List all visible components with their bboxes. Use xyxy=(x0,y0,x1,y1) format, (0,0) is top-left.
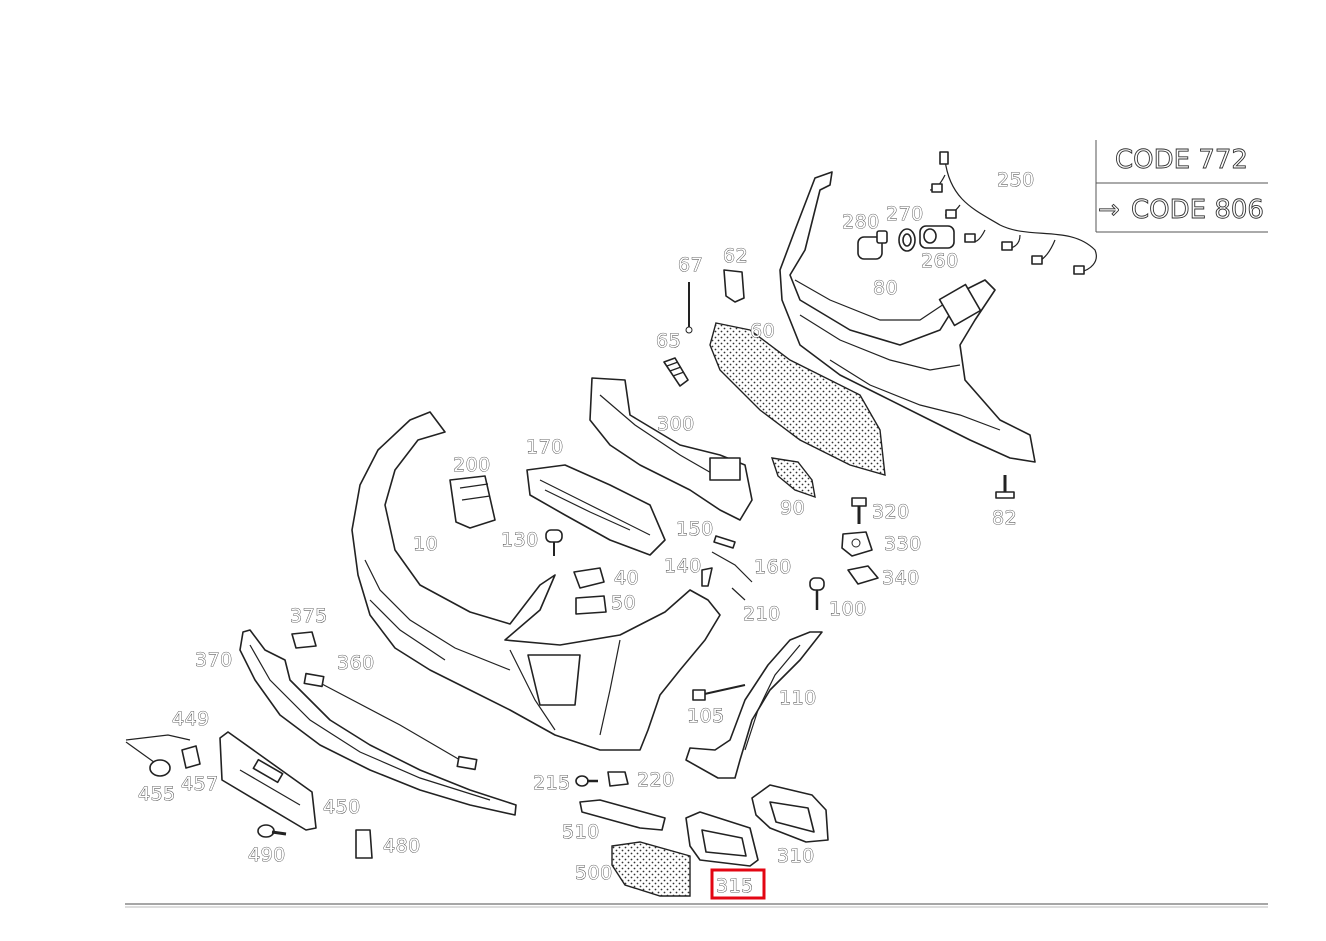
part-300-center-bracket[interactable] xyxy=(589,377,753,521)
part-450-license-plate-bracket[interactable] xyxy=(219,731,317,831)
label-170[interactable]: 170 xyxy=(526,436,564,459)
part-340-nut[interactable] xyxy=(847,565,879,585)
label-200[interactable]: 200 xyxy=(453,454,491,477)
label-60[interactable]: 60 xyxy=(750,320,775,343)
part-170-panel[interactable] xyxy=(526,464,666,556)
part-62-clip[interactable] xyxy=(723,269,745,303)
label-160[interactable]: 160 xyxy=(754,556,792,579)
part-310-fog-lamp-cover[interactable] xyxy=(751,784,829,843)
label-457[interactable]: 457 xyxy=(181,773,219,796)
label-480[interactable]: 480 xyxy=(383,835,421,858)
part-480-clip[interactable] xyxy=(355,829,373,859)
part-510-trim-strip[interactable] xyxy=(579,799,666,831)
label-10[interactable]: 10 xyxy=(413,533,438,556)
label-449[interactable]: 449 xyxy=(172,708,210,731)
label-110[interactable]: 110 xyxy=(779,687,817,710)
part-449-mount-lines[interactable] xyxy=(125,734,191,766)
label-140[interactable]: 140 xyxy=(664,555,702,578)
code-772-label: CODE 772 xyxy=(1115,145,1248,175)
part-215-screw[interactable] xyxy=(575,775,598,787)
part-210-line[interactable] xyxy=(731,587,746,601)
label-455[interactable]: 455 xyxy=(138,783,176,806)
label-360[interactable]: 360 xyxy=(337,652,375,675)
part-labels: 250 280 270 260 80 67 62 65 60 300 170 2… xyxy=(138,169,1035,900)
part-80-bumper-carrier[interactable] xyxy=(779,171,1036,463)
part-100-clip[interactable] xyxy=(809,577,825,610)
label-40[interactable]: 40 xyxy=(614,567,639,590)
label-80[interactable]: 80 xyxy=(873,277,898,300)
part-60-grille-mesh[interactable] xyxy=(709,322,886,476)
part-65-spring[interactable] xyxy=(663,357,689,387)
part-500-lower-mesh[interactable] xyxy=(611,841,691,897)
highlight-box-315 xyxy=(710,868,766,900)
label-330[interactable]: 330 xyxy=(884,533,922,556)
part-370-lower-spoiler[interactable] xyxy=(239,629,517,816)
label-82[interactable]: 82 xyxy=(992,507,1017,530)
part-130-push-clip[interactable] xyxy=(545,529,563,556)
part-140-screw[interactable] xyxy=(701,567,713,587)
label-220[interactable]: 220 xyxy=(637,769,675,792)
label-260[interactable]: 260 xyxy=(921,250,959,273)
part-105-pin[interactable] xyxy=(692,684,746,701)
label-510[interactable]: 510 xyxy=(562,821,600,844)
label-370[interactable]: 370 xyxy=(195,649,233,672)
label-450[interactable]: 450 xyxy=(323,796,361,819)
part-10-bumper-cover[interactable] xyxy=(351,411,721,751)
label-270[interactable]: 270 xyxy=(886,203,924,226)
part-260-sensor-holder[interactable] xyxy=(919,225,955,249)
label-215[interactable]: 215 xyxy=(533,772,571,795)
part-375-clip[interactable] xyxy=(291,631,317,649)
label-100[interactable]: 100 xyxy=(829,598,867,621)
label-62[interactable]: 62 xyxy=(723,245,748,268)
label-500[interactable]: 500 xyxy=(575,862,613,885)
label-300[interactable]: 300 xyxy=(657,413,695,436)
arrow-icon: → xyxy=(1098,195,1120,225)
code-806-label: CODE 806 xyxy=(1131,195,1264,225)
part-220-nut[interactable] xyxy=(607,771,629,787)
part-457-clip[interactable] xyxy=(181,745,201,769)
part-315-fog-lamp-frame[interactable] xyxy=(685,811,759,867)
part-90-small-grille[interactable] xyxy=(770,457,816,499)
label-320[interactable]: 320 xyxy=(872,501,910,524)
part-320-bolt[interactable] xyxy=(851,497,867,524)
part-270-ring[interactable] xyxy=(898,228,916,252)
label-375[interactable]: 375 xyxy=(290,605,328,628)
part-160-trim-line[interactable] xyxy=(711,551,753,583)
label-250[interactable]: 250 xyxy=(997,169,1035,192)
label-67[interactable]: 67 xyxy=(678,254,703,277)
part-360-wire[interactable] xyxy=(303,672,478,771)
label-50[interactable]: 50 xyxy=(611,592,636,615)
label-280[interactable]: 280 xyxy=(842,211,880,234)
part-150-strip[interactable] xyxy=(713,535,736,549)
part-82-bolt[interactable] xyxy=(995,475,1015,499)
part-200-control-module[interactable] xyxy=(449,475,496,529)
label-130[interactable]: 130 xyxy=(501,529,539,552)
part-67-rod[interactable] xyxy=(685,282,693,334)
label-210[interactable]: 210 xyxy=(743,603,781,626)
label-90[interactable]: 90 xyxy=(780,497,805,520)
part-40-clip[interactable] xyxy=(573,567,605,589)
part-280-sensor[interactable] xyxy=(857,230,888,260)
label-105[interactable]: 105 xyxy=(687,705,725,728)
label-150[interactable]: 150 xyxy=(676,518,714,541)
label-310[interactable]: 310 xyxy=(777,845,815,868)
part-330-clamp[interactable] xyxy=(841,531,873,557)
part-50-bracket[interactable] xyxy=(575,595,607,615)
code-legend: CODE 772 → CODE 806 xyxy=(1095,140,1268,233)
part-490-bolt[interactable] xyxy=(257,824,287,838)
part-110-side-bracket[interactable] xyxy=(685,631,823,779)
label-315[interactable]: 315 xyxy=(716,875,754,898)
label-340[interactable]: 340 xyxy=(882,567,920,590)
part-250-harness[interactable] xyxy=(929,151,1097,275)
part-455-cap[interactable] xyxy=(149,759,171,777)
label-65[interactable]: 65 xyxy=(656,330,681,353)
label-490[interactable]: 490 xyxy=(248,844,286,867)
